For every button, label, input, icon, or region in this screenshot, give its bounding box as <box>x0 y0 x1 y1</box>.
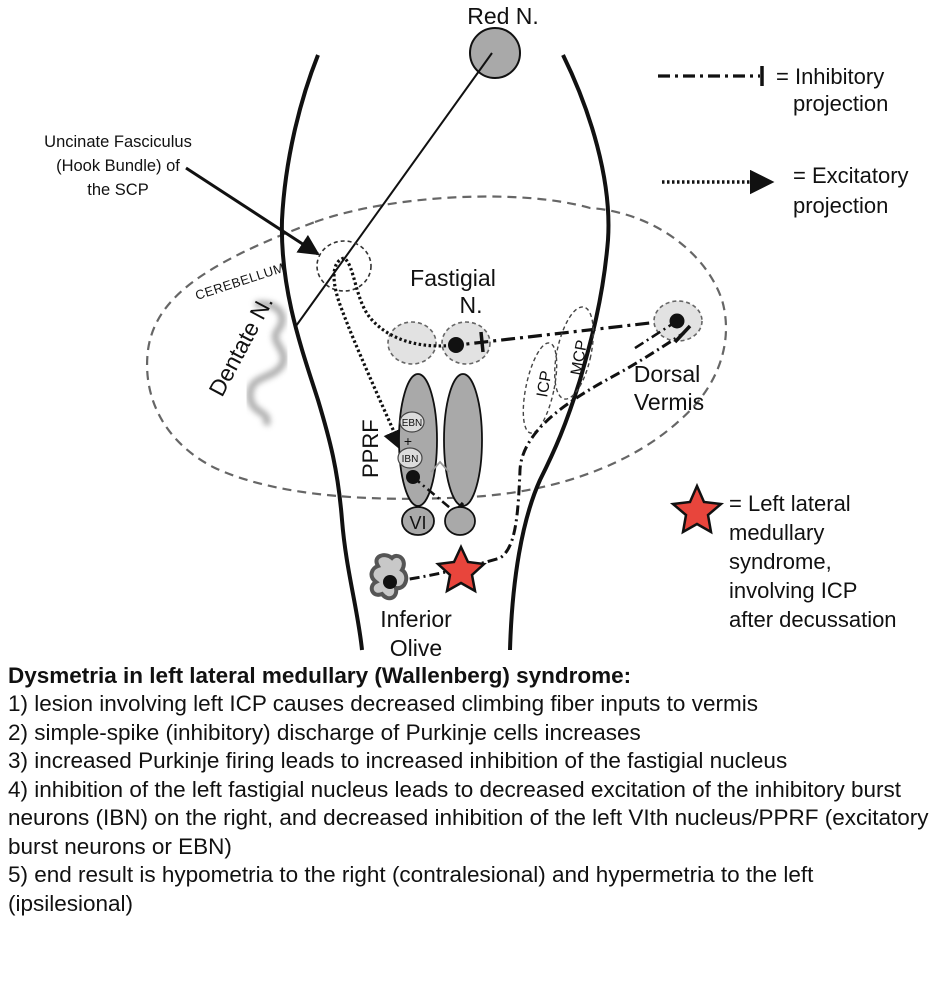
caption-item: 5) end result is hypometria to the right… <box>8 862 814 916</box>
fastigial-label-line1: Fastigial <box>410 265 496 291</box>
mcp-region <box>554 306 594 400</box>
brainstem-cerebellum-diagram: Red N. Uncinate Fasciculus (Hook Bundle)… <box>44 3 909 660</box>
caption-item: 2) simple-spike (inhibitory) discharge o… <box>8 719 641 745</box>
vi-label: VI <box>409 513 426 533</box>
ibn-label: IBN <box>402 454 419 465</box>
legend-lesion-line3: syndrome, <box>729 549 832 574</box>
mcp-label: MCP <box>568 339 591 377</box>
inferior-olive-label-line1: Inferior <box>380 606 452 632</box>
caption-title: Dysmetria in left lateral medullary (Wal… <box>8 663 632 688</box>
midline-crossing-marker <box>430 460 450 473</box>
red-nucleus <box>469 27 521 79</box>
right-pprf-column <box>443 373 483 507</box>
caption-item: 4) inhibition of the left fastigial nucl… <box>8 776 929 859</box>
legend-inhibitory-line2: projection <box>793 91 888 116</box>
caption-list: 1) lesion involving left ICP causes decr… <box>8 690 930 918</box>
dentate-label: Dentate N. <box>203 291 278 400</box>
inferior-olive-label-line2: Olive <box>390 635 442 660</box>
lesion-star-icon <box>435 544 487 594</box>
brainstem-left-border <box>279 54 364 651</box>
uncinate-label-line3: the SCP <box>87 181 148 199</box>
olive-neuron <box>383 575 397 589</box>
ibn-to-vi-inhibitory <box>412 476 456 513</box>
vermis-to-fastigial-inhibitory <box>457 318 677 347</box>
fastigial-label-line2: N. <box>460 292 483 318</box>
icp-region <box>522 342 558 434</box>
red-nucleus-label: Red N. <box>467 3 539 29</box>
uncinate-label-line2: (Hook Bundle) of <box>56 157 180 175</box>
caption-item: 1) lesion involving left ICP causes decr… <box>8 691 758 716</box>
ebn-ibn-plus-sign: + <box>404 433 412 449</box>
uncinate-pointer-arrow <box>185 166 320 256</box>
cerebellum-label: CEREBELLUM <box>193 260 286 303</box>
fastigial-neuron <box>448 337 464 353</box>
legend-inhibitory-line1: = Inhibitory <box>776 64 884 89</box>
dorsal-vermis-label-line2: Vermis <box>634 389 704 415</box>
hook-bundle-region <box>316 240 372 292</box>
right-vi-nucleus <box>444 506 476 536</box>
climbing-fiber-terminal-bar <box>673 324 692 344</box>
vermis-to-fastigial-inhibitory-bar <box>479 331 485 353</box>
brainstem-right-border <box>508 54 611 651</box>
cerebellum-outline <box>146 195 727 500</box>
uncinate-label-line1: Uncinate Fasciculus <box>44 133 192 151</box>
ibn-cell <box>397 447 423 469</box>
pprf-label: PPRF <box>358 419 383 478</box>
fastigial-to-pprf-excitatory <box>332 256 457 453</box>
red-nucleus-projection <box>295 52 493 327</box>
left-fastigial-nucleus <box>387 321 437 365</box>
legend-excitatory-line1: = Excitatory <box>793 163 909 188</box>
legend-lesion-star-icon <box>669 482 725 535</box>
legend-lesion-line5: after decussation <box>729 607 897 632</box>
olive-to-vermis-projection <box>389 331 685 584</box>
left-vi-nucleus <box>401 506 435 536</box>
right-fastigial-nucleus <box>441 321 491 365</box>
caption: Dysmetria in left lateral medullary (Wal… <box>8 662 930 918</box>
ebn-cell <box>399 411 425 433</box>
dorsal-vermis-label-line1: Dorsal <box>634 361 700 387</box>
legend-excitatory-line2: projection <box>793 193 888 218</box>
legend-lesion-line4: involving ICP <box>729 578 857 603</box>
legend-lesion-line1: = Left lateral <box>729 491 851 516</box>
dentate-nucleus <box>246 300 288 427</box>
legend: = Inhibitory projection = Excitatory pro… <box>658 64 909 632</box>
icp-label: ICP <box>534 369 555 398</box>
caption-item: 3) increased Purkinje firing leads to in… <box>8 748 788 773</box>
vermis-output-line <box>631 319 678 352</box>
legend-lesion-line2: medullary <box>729 520 824 545</box>
ebn-label: EBN <box>402 418 423 429</box>
